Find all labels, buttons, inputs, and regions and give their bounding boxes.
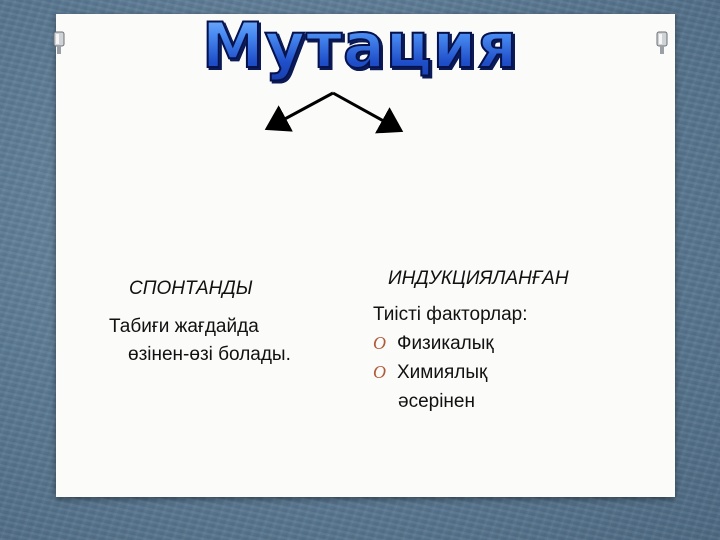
spontaneous-heading: СПОНТАНДЫ — [129, 278, 253, 299]
list-item: O Химиялық — [373, 358, 528, 387]
bullet-icon: O — [373, 362, 386, 382]
left-arrow — [264, 91, 334, 132]
bullet-icon: O — [373, 333, 386, 353]
pushpin-icon — [656, 31, 668, 54]
spontaneous-line-1: Табиғи жағдайда — [109, 316, 259, 337]
right-arrow — [332, 91, 404, 134]
factors-intro: Тиісті факторлар: — [373, 304, 528, 325]
induced-heading: ИНДУКЦИЯЛАНҒАН — [388, 268, 569, 289]
induced-description: Тиісті факторлар: O Физикалық O Химиялық… — [373, 300, 528, 416]
slide-paper — [56, 14, 675, 497]
spontaneous-description: Табиғи жағдайда өзінен-өзі болады. — [109, 313, 291, 369]
factor-chemical: Химиялық — [397, 362, 488, 383]
slide-title: Мутация — [0, 6, 720, 86]
factor-physical: Физикалық — [397, 333, 494, 354]
list-item: O Физикалық — [373, 329, 528, 358]
factors-tail: әсерінен — [398, 391, 475, 412]
spontaneous-line-2: өзінен-өзі болады. — [128, 344, 291, 365]
pushpin-icon — [53, 31, 65, 54]
